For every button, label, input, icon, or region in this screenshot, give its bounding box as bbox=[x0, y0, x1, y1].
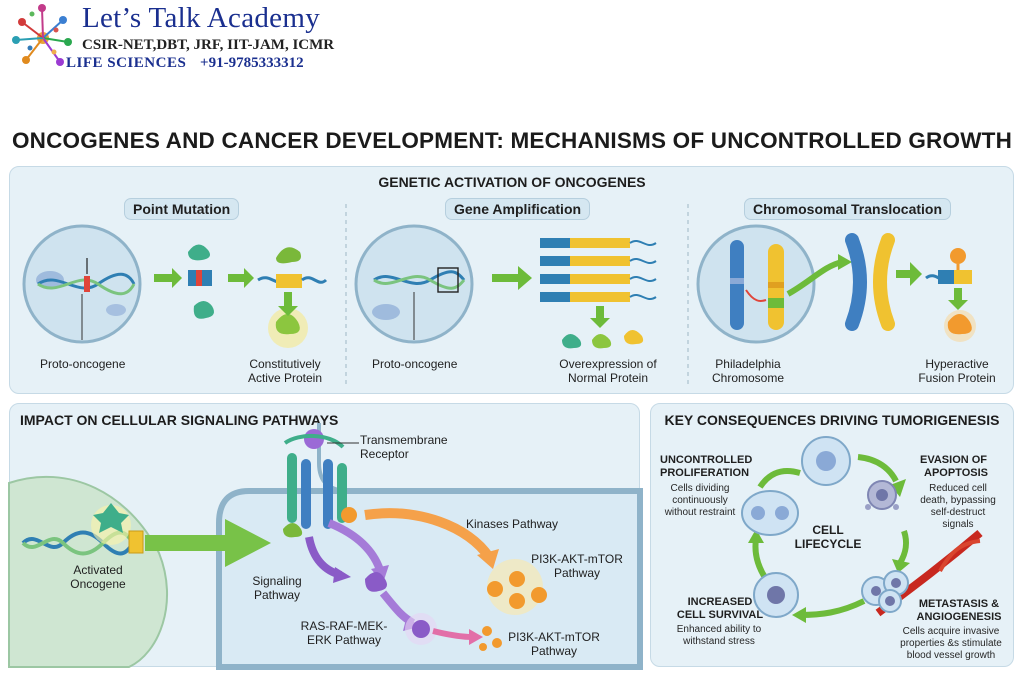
activated-label-1: Activated bbox=[73, 563, 123, 577]
pm-label-proto: Proto-oncogene bbox=[40, 357, 126, 371]
survival-title-2: CELL SURVIVAL bbox=[676, 609, 764, 621]
metastasis-title-2: ANGIOGENESIS bbox=[916, 611, 1002, 623]
brand-contact: LIFE SCIENCES +91-9785333312 bbox=[66, 55, 304, 72]
apoptosis-desc-1: Reduced cell bbox=[929, 483, 987, 494]
metastasis-desc-1: Cells acquire invasive bbox=[902, 626, 1000, 637]
proliferation-title-1: UNCONTROLLED bbox=[660, 454, 753, 466]
apoptosis-desc-2: death, bypassing bbox=[920, 495, 996, 506]
brand-phone: +91-9785333312 bbox=[200, 55, 304, 71]
pm-label-active-1: Constitutively bbox=[249, 357, 321, 371]
signaling-label-2: Pathway bbox=[253, 588, 301, 602]
center-label-2: LIFECYCLE bbox=[794, 537, 862, 551]
brand-subject: LIFE SCIENCES bbox=[66, 55, 187, 71]
point-mutation-diagram bbox=[22, 224, 328, 348]
tr-label-phil-2: Chromosome bbox=[711, 371, 785, 385]
pi3k-bottom-label-2: Pathway bbox=[530, 644, 578, 658]
activation-heading: GENETIC ACTIVATION OF ONCOGENES bbox=[378, 174, 646, 190]
ras-label-1: RAS-RAF-MEK- bbox=[300, 619, 388, 633]
proliferation-desc-2: continuously bbox=[672, 495, 728, 506]
tr-label-fusion-2: Fusion Protein bbox=[918, 371, 996, 385]
survival-desc-1: Enhanced ability to bbox=[676, 624, 762, 635]
gene-amplification-diagram bbox=[354, 224, 657, 349]
apoptosis-desc-4: signals bbox=[942, 519, 974, 530]
tr-label-fusion-1: Hyperactive bbox=[925, 357, 989, 371]
activated-label-2: Oncogene bbox=[70, 577, 126, 591]
kinases-label: Kinases Pathway bbox=[466, 517, 559, 531]
brand-exams: CSIR-NET,DBT, JRF, IIT-JAM, ICMR bbox=[82, 37, 335, 53]
page-title: ONCOGENES AND CANCER DEVELOPMENT: MECHAN… bbox=[11, 128, 1013, 153]
translocation-title: Chromosomal Translocation bbox=[744, 198, 952, 220]
tr-label-phil-1: Philadelphia bbox=[715, 357, 781, 371]
pi3k-top-label-2: Pathway bbox=[553, 566, 601, 580]
metastasis-desc-3: blood vessel growth bbox=[906, 650, 996, 661]
survival-desc-2: withstand stress bbox=[683, 636, 755, 647]
signaling-heading: IMPACT ON CELLULAR SIGNALING PATHWAYS bbox=[20, 412, 339, 428]
center-label-1: CELL bbox=[812, 523, 844, 537]
proliferation-desc-3: without restraint bbox=[664, 507, 736, 518]
ras-label-2: ERK Pathway bbox=[306, 633, 382, 647]
signaling-diagram bbox=[8, 423, 643, 670]
apoptosis-title-2: APOPTOSIS bbox=[924, 467, 988, 479]
apoptosis-desc-3: self-destruct bbox=[930, 507, 986, 518]
academy-logo bbox=[12, 4, 72, 66]
pm-label-active-2: Active Protein bbox=[247, 371, 323, 385]
receptor-label-1: Transmembrane bbox=[360, 433, 448, 447]
ga-label-over-2: Normal Protein bbox=[567, 371, 649, 385]
ga-label-over-1: Overexpression of bbox=[559, 357, 657, 371]
pi3k-top-label-1: PI3K-AKT-mTOR bbox=[531, 552, 623, 566]
point-mutation-title: Point Mutation bbox=[124, 198, 240, 220]
panel-dividers bbox=[345, 204, 689, 386]
translocation-diagram bbox=[696, 224, 976, 344]
lifecycle-diagram bbox=[741, 436, 983, 623]
gene-amplification-title: Gene Amplification bbox=[445, 198, 591, 220]
apoptosis-title-1: EVASION OF bbox=[920, 454, 988, 466]
proliferation-title-2: PROLIFERATION bbox=[660, 467, 750, 479]
signaling-label-1: Signaling bbox=[252, 574, 302, 588]
pi3k-bottom-label-1: PI3K-AKT-mTOR bbox=[508, 630, 600, 644]
brand-name: Let’s Talk Academy bbox=[82, 2, 320, 34]
consequences-heading: KEY CONSEQUENCES DRIVING TUMORIGENESIS bbox=[664, 412, 1000, 428]
metastasis-title-1: METASTASIS & bbox=[918, 598, 1000, 610]
ga-label-proto: Proto-oncogene bbox=[372, 357, 458, 371]
metastasis-desc-2: properties &s stimulate bbox=[900, 638, 1002, 649]
proliferation-desc-1: Cells dividing bbox=[670, 483, 730, 494]
receptor-label-2: Receptor bbox=[360, 447, 409, 461]
survival-title-1: INCREASED bbox=[687, 596, 753, 608]
